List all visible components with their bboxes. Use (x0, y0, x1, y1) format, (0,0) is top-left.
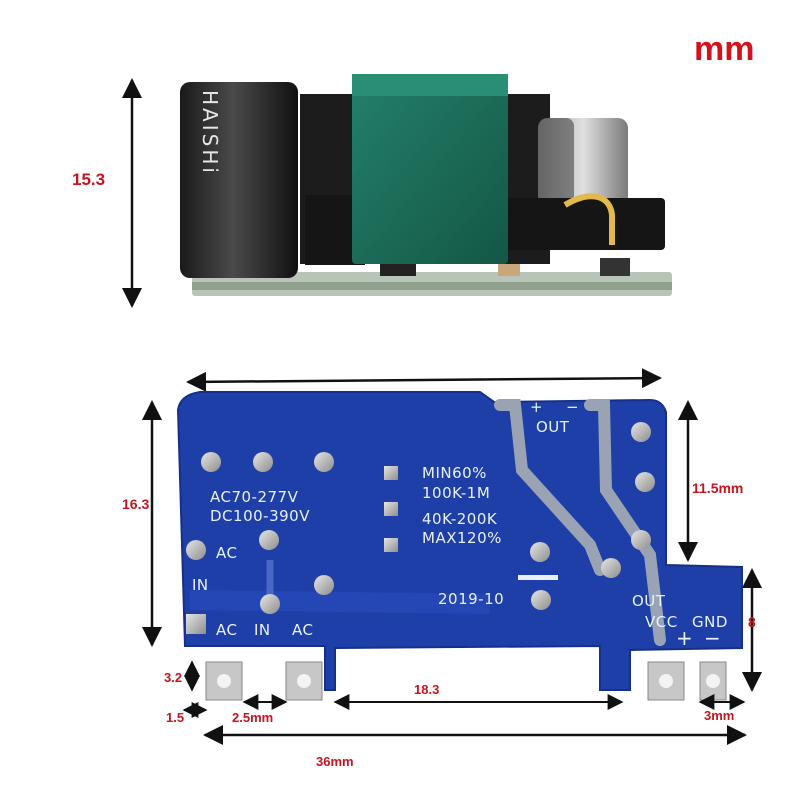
transformer (352, 74, 508, 264)
silk-date: 2019-10 (438, 590, 505, 608)
silk-out-top: OUT (536, 418, 570, 436)
silk-min: MIN60% (422, 464, 487, 482)
unit-label: mm (694, 30, 755, 68)
silk-in-left: IN (192, 576, 209, 594)
silk-plus-bottom: + (676, 626, 694, 650)
silk-in-bottom: IN (254, 621, 271, 639)
capacitor-lettering: HAISHi (198, 90, 222, 176)
silk-ac-bottom-2: AC (292, 621, 314, 639)
silk-out-bottom: OUT (632, 592, 666, 610)
silk-minus-top: − (566, 398, 580, 416)
pin-height-label: 3.2 (164, 670, 183, 685)
side-view (180, 74, 672, 296)
silk-vcc: VCC (645, 613, 678, 631)
total-width-label: 36mm (316, 754, 354, 769)
width-arrow-top (186, 368, 662, 392)
silk-ac-bottom-1: AC (216, 621, 238, 639)
silk-minus-bottom: − (704, 626, 722, 650)
height-board-label: 16.3 (122, 496, 150, 512)
pin-offset-label: 1.5 (166, 710, 185, 725)
solder-pads (186, 422, 655, 634)
silk-ac-range: AC70-277V (210, 488, 299, 506)
right-upper-label: 11.5mm (692, 480, 744, 496)
output-pins (205, 661, 727, 701)
silk-range2: 40K-200K (422, 510, 498, 528)
silk-range1: 100K-1M (422, 484, 491, 502)
pin-gap-label: 2.5mm (232, 710, 274, 725)
silk-max: MAX120% (422, 529, 502, 547)
silk-plus-top: + (530, 398, 544, 416)
pin-span-label: 18.3 (414, 682, 440, 697)
silk-gnd: GND (692, 613, 728, 631)
height-side-label: 15.3 (72, 170, 106, 189)
silk-dc-range: DC100-390V (210, 507, 310, 525)
large-capacitor (180, 82, 298, 278)
silk-ac-left: AC (216, 544, 238, 562)
right-lower-label: 8 (748, 614, 756, 630)
pin-right-label: 3mm (704, 708, 735, 723)
